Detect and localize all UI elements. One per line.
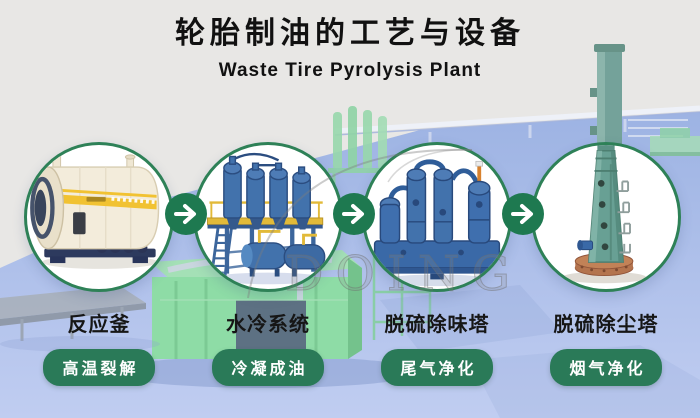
right-arrow-icon [342, 204, 364, 224]
background-skid [650, 128, 700, 156]
poster-title: 轮胎制油的工艺与设备 [175, 17, 525, 50]
stage-badge-cooling: 冷凝成油 [212, 349, 324, 386]
right-arrow-icon [174, 204, 196, 224]
stage-badge-dedusting: 烟气净化 [550, 349, 662, 386]
stage-dedusting-tower: 脱硫除尘塔 烟气净化 [521, 142, 691, 386]
right-arrow-icon [511, 204, 533, 224]
process-arrow-1 [165, 193, 207, 235]
dedusting-tower-photo [531, 142, 681, 292]
reactor-photo [24, 142, 174, 292]
pyrolysis-reactor-illustration [30, 150, 160, 269]
stage-cooling-system: 水冷系统 冷凝成油 [183, 142, 353, 386]
dedusting-tower-illustration [561, 145, 647, 284]
background-condensers [328, 106, 394, 205]
water-cooling-illustration [207, 152, 326, 285]
gas-purification-illustration [373, 159, 501, 287]
stage-label-reactor: 反应釜 [67, 314, 131, 336]
process-arrow-3 [502, 193, 544, 235]
stage-reactor: 反应釜 高温裂解 [14, 142, 184, 386]
stage-badge-reactor: 高温裂解 [43, 349, 155, 386]
deodorization-tower-photo [362, 142, 512, 292]
cooling-system-photo [193, 142, 343, 292]
stage-label-deodorization: 脱硫除味塔 [384, 314, 490, 336]
stage-label-cooling: 水冷系统 [226, 314, 310, 336]
background-conveyor [0, 286, 160, 352]
poster-header: 轮胎制油的工艺与设备 Waste Tire Pyrolysis Plant [0, 16, 700, 82]
process-arrow-2 [333, 193, 375, 235]
stage-badge-deodorization: 尾气净化 [381, 349, 493, 386]
stage-label-dedusting: 脱硫除尘塔 [553, 314, 659, 336]
stage-deodorization-tower: 脱硫除味塔 尾气净化 [352, 142, 522, 386]
poster-subtitle: Waste Tire Pyrolysis Plant [218, 60, 482, 81]
